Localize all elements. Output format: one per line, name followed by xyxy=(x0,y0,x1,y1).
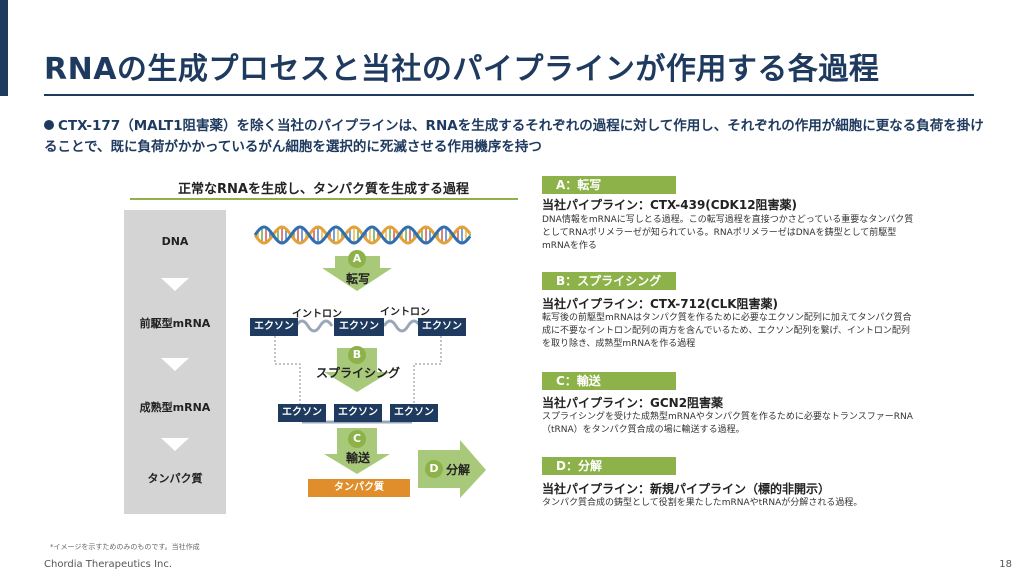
stage-arrow-icon xyxy=(161,438,189,451)
process-c-description: スプライシングを受けた成熟型mRNAやタンパク質を作るために必要なトランスファー… xyxy=(542,412,913,435)
process-a-description: DNA情報をmRNAに写しとる過程。この転写過程を直接つかさどっている重要なタン… xyxy=(542,215,914,251)
step-a-circle: A xyxy=(348,250,366,268)
transport-arrow-icon xyxy=(324,428,390,474)
diagram-title-underline xyxy=(130,198,518,200)
exon-box: エクソン xyxy=(418,318,466,336)
exon-box: エクソン xyxy=(250,318,298,336)
exon-box: エクソン xyxy=(334,404,382,422)
accent-bar xyxy=(0,0,8,96)
degradation-arrow-icon xyxy=(418,440,486,498)
process-d-heading: D：分解 xyxy=(542,457,676,475)
stage-label-pre-mrna: 前駆型mRNA xyxy=(139,317,211,330)
intron-line-1 xyxy=(294,319,334,333)
transcription-arrow-icon xyxy=(322,256,392,291)
process-d-description: タンパク質合成の鋳型として役割を果たしたmRNAやtRNAが分解される過程。 xyxy=(542,498,863,508)
step-b-label: スプライシング xyxy=(316,366,401,380)
stage-label-dna: DNA xyxy=(161,235,189,248)
diagram-title: 正常なRNAを生成し、タンパク質を生成する過程 xyxy=(178,182,469,197)
stage-column: DNA 前駆型mRNA 成熟型mRNA タンパク質 xyxy=(124,210,226,514)
step-c-label: 輸送 xyxy=(346,451,371,465)
process-b-heading: B：スプライシング xyxy=(542,272,676,290)
footnote: *イメージを示すためのみのものです。当社作成 xyxy=(50,543,200,551)
process-b-pipeline: 当社パイプライン：CTX-712(CLK阻害薬) xyxy=(542,297,779,311)
exon-box: エクソン xyxy=(278,404,326,422)
intron-label-2: イントロン xyxy=(380,307,430,318)
title-underline xyxy=(44,94,974,96)
page-title: RNAの生成プロセスと当社のパイプラインが作用する各過程 xyxy=(44,52,880,87)
step-a-label: 転写 xyxy=(346,272,371,286)
dna-helix-icon xyxy=(253,225,472,245)
stage-arrow-icon xyxy=(161,278,189,291)
footer-company: Chordia Therapeutics Inc. xyxy=(44,559,173,570)
intron-line-2 xyxy=(382,319,422,333)
process-a-heading: A：転写 xyxy=(542,176,676,194)
step-c-circle: C xyxy=(348,430,366,448)
stage-label-protein: タンパク質 xyxy=(147,472,203,485)
process-c-heading: C：輸送 xyxy=(542,372,676,390)
bullet-dot-icon xyxy=(44,120,54,130)
process-a-pipeline: 当社パイプライン：CTX-439(CDK12阻害薬) xyxy=(542,198,798,212)
intron-label-1: イントロン xyxy=(292,309,342,320)
splice-connector-left xyxy=(274,336,301,404)
stage-arrow-icon xyxy=(161,358,189,371)
step-d-circle: D xyxy=(425,460,443,478)
exon-box: エクソン xyxy=(334,318,384,336)
process-b-description: 転写後の前駆型mRNAはタンパク質を作るために必要なエクソン配列に加えてタンパク… xyxy=(542,313,912,349)
exon-box: エクソン xyxy=(390,404,438,422)
stage-label-mature-mrna: 成熟型mRNA xyxy=(139,401,211,414)
splice-connector-right xyxy=(413,336,442,404)
process-c-pipeline: 当社パイプライン：GCN2阻害薬 xyxy=(542,396,724,410)
summary-text: CTX-177（MALT1阻害薬）を除く当社のパイプラインは、RNAを生成するそ… xyxy=(44,118,984,155)
process-d-pipeline: 当社パイプライン：新規パイプライン（標的非開示） xyxy=(542,482,831,496)
step-d-label: 分解 xyxy=(446,463,471,477)
page-number: 18 xyxy=(999,559,1012,570)
step-b-circle: B xyxy=(348,346,366,364)
summary-bullet: CTX-177（MALT1阻害薬）を除く当社のパイプラインは、RNAを生成するそ… xyxy=(44,116,984,158)
splicing-arrow-icon xyxy=(324,348,390,392)
protein-box: タンパク質 xyxy=(308,479,410,497)
